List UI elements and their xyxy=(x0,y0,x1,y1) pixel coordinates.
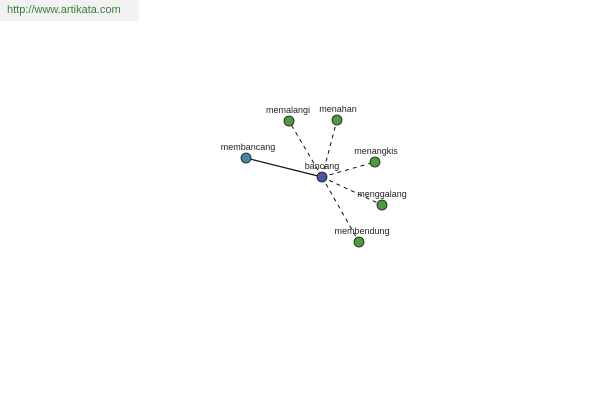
node-label-menggalang[interactable]: menggalang xyxy=(357,189,407,199)
node-menangkis[interactable] xyxy=(369,156,381,168)
node-label-menangkis[interactable]: menangkis xyxy=(354,146,398,156)
node-label-membendung[interactable]: membendung xyxy=(334,226,389,236)
node-label-memalangi[interactable]: memalangi xyxy=(266,105,310,115)
node-label-bancang[interactable]: bancang xyxy=(305,161,340,171)
edge-menahan xyxy=(321,119,338,178)
node-menggalang[interactable] xyxy=(376,199,388,211)
node-menahan[interactable] xyxy=(331,114,343,126)
edge-memalangi xyxy=(288,120,323,178)
node-label-membancang[interactable]: membancang xyxy=(221,142,276,152)
edge-menangkis xyxy=(321,161,376,178)
node-membancang[interactable] xyxy=(240,152,252,164)
node-label-menahan[interactable]: menahan xyxy=(319,104,357,114)
graph-edges xyxy=(245,119,383,243)
edge-membancang xyxy=(245,157,323,178)
source-url-banner[interactable]: http://www.artikata.com xyxy=(0,0,139,21)
node-membendung[interactable] xyxy=(353,236,365,248)
graph-nodes xyxy=(240,114,388,248)
graph-labels: membancang memalangi menahan menangkis mengg… xyxy=(221,104,407,236)
edge-menggalang xyxy=(321,176,383,206)
node-memalangi[interactable] xyxy=(283,115,295,127)
source-url-text[interactable]: http://www.artikata.com xyxy=(7,4,121,16)
center-node-bancang[interactable] xyxy=(316,171,328,183)
